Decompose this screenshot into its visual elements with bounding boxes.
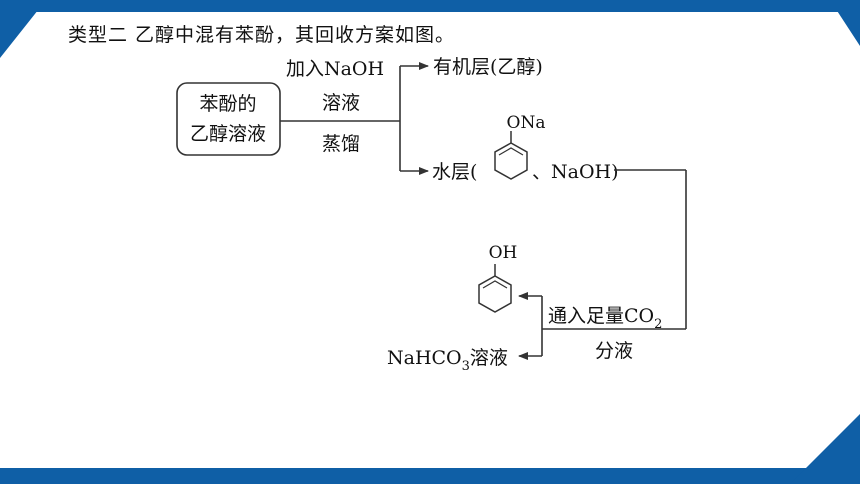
bottom-right-corner-decoration — [790, 414, 860, 484]
aqueous-layer-prefix: 水层( — [432, 161, 477, 183]
sodium-phenoxide-structure — [494, 131, 528, 180]
top-frame-bar — [0, 0, 860, 12]
phenoxide-label: ONa — [507, 113, 546, 133]
bottom-frame-bar — [0, 468, 860, 484]
phenol-label: OH — [489, 243, 518, 263]
step1-operation: 蒸馏 — [322, 133, 360, 155]
byproduct-subscript: 3 — [462, 359, 470, 374]
start-box — [176, 82, 281, 156]
byproduct-label: NaHCO3溶液 — [387, 347, 508, 374]
organic-layer-label: 有机层(乙醇) — [433, 56, 543, 78]
top-right-corner-decoration — [830, 0, 860, 46]
step1-reagent-line2: 溶液 — [322, 92, 360, 114]
byproduct-text: NaHCO — [387, 347, 462, 369]
top-left-corner-decoration — [0, 0, 46, 58]
start-box-line2: 乙醇溶液 — [190, 123, 266, 145]
step1-reagent-line1: 加入NaOH — [286, 58, 384, 80]
byproduct-suffix: 溶液 — [470, 347, 508, 369]
step2-operation: 分液 — [595, 340, 633, 362]
step2-reagent-text: 通入足量CO — [548, 305, 654, 327]
phenol-structure — [478, 264, 512, 313]
start-box-line1: 苯酚的 — [199, 93, 256, 115]
aqueous-layer-suffix: 、NaOH) — [532, 161, 619, 183]
step2-reagent: 通入足量CO2 — [548, 305, 662, 332]
step2-reagent-subscript: 2 — [654, 317, 662, 332]
page-heading: 类型二 乙醇中混有苯酚，其回收方案如图。 — [68, 24, 456, 46]
